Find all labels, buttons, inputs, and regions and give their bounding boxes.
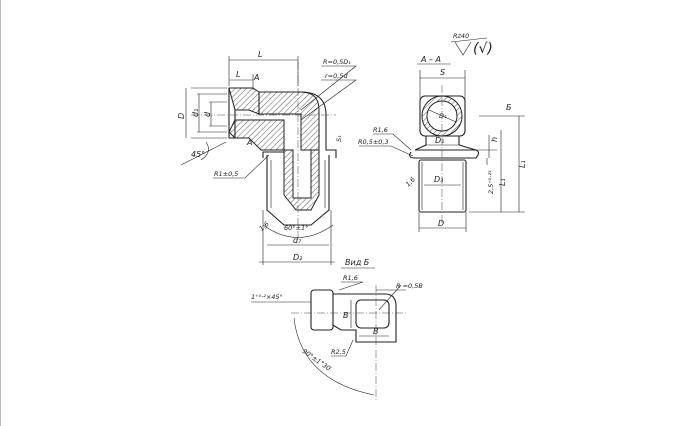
section-mark-top: A [253, 73, 259, 82]
main-view: L L A A R=0,5D₁ r=0,5d D d₁ d 45° R1±0,5… [177, 50, 357, 265]
dim-d: d [203, 111, 212, 117]
label-r-inner: r=0,5d [325, 72, 348, 80]
label-chamfer-b: 1⁺⁰·²×45° [251, 293, 283, 301]
label-D1-circle: D₁ [439, 112, 447, 120]
dim-dT: d₇ [293, 236, 302, 245]
view-arrow-label: Б [506, 103, 512, 112]
dim-L1-outer: L₁ [518, 160, 527, 168]
label-s1: S₁ [335, 135, 343, 142]
view-b-title: Вид Б [345, 258, 370, 267]
dim-h: h [490, 137, 499, 142]
dim-D1: D₁ [435, 136, 444, 145]
label-R25: R2,5 [331, 348, 346, 356]
dim-D: D [438, 219, 444, 228]
label-R16-b: R1,6 [343, 274, 358, 282]
label-chamfer-aa: 1,6 [404, 175, 417, 188]
section-title: A – A [420, 55, 441, 64]
label-chamfer: 1,6 [258, 220, 271, 233]
label-angle-60: 60°±1° [284, 224, 308, 232]
dim-L-short: L [236, 70, 240, 79]
dim-L-total: L [258, 50, 262, 59]
label-R05: R0,5±0,3 [358, 138, 389, 146]
dim-d1: d₁ [191, 109, 200, 117]
view-b: Вид Б R1,6 1⁺⁰·²×45° R =0,5B B B R2,5 90… [251, 258, 423, 400]
label-angle-45: 45° [191, 150, 205, 159]
section-aa-view: A – A S D₁ D₁ D₃ D Б L₁ L₁ h 2,5⁺⁰·²⁵ R1… [358, 55, 527, 232]
dim-D: D [177, 113, 186, 119]
dim-B-horiz: B [373, 327, 379, 336]
label-angle-90: 90°±1°30′ [301, 347, 334, 373]
label-R-outer: R=0,5D₁ [323, 58, 351, 66]
label-R05B: R =0,5B [396, 282, 423, 290]
dim-B-vert: B [343, 311, 349, 320]
dim-groove: 2,5⁺⁰·²⁵ [487, 170, 495, 194]
roughness-value: Rz40 [453, 32, 469, 40]
dim-D3: D₃ [434, 175, 443, 184]
label-R16: R1,6 [373, 126, 388, 134]
section-mark-bottom: A [246, 138, 252, 147]
roughness-symbol: Rz40 (√) [450, 32, 493, 57]
dim-L1-inner: L₁ [498, 178, 507, 186]
roughness-bracket: (√) [473, 41, 493, 57]
dim-D2: D₂ [293, 253, 303, 262]
label-R1: R1±0,5 [214, 170, 238, 178]
dim-S: S [440, 68, 445, 77]
